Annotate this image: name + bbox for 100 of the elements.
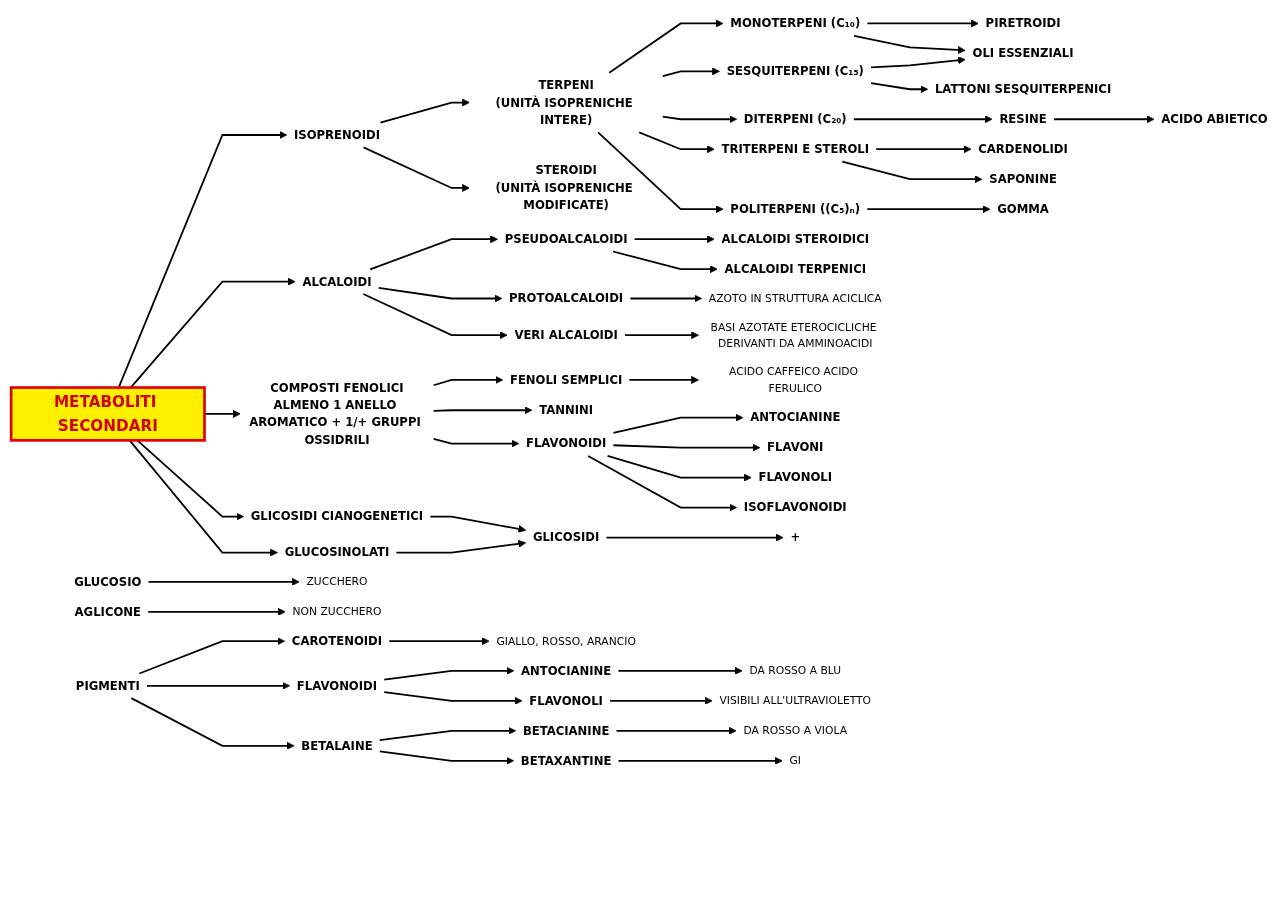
arrow (362, 146, 470, 192)
arrow (617, 756, 783, 765)
node-text: GLUCOSINOLATI (284, 545, 390, 560)
node-text: BETALAINE (301, 738, 373, 753)
node-text: NON ZUCCHERO (292, 605, 382, 619)
arrow (615, 726, 737, 735)
arrow (377, 286, 503, 303)
arrow (612, 413, 744, 434)
node-text: DA ROSSO A BLU (749, 664, 842, 678)
node-text: MONOTERPENI (C₁₀) (730, 16, 861, 30)
node-text: POLITERPENI ((C₅)ₙ) (730, 202, 861, 216)
arrow (629, 294, 703, 303)
arrow (638, 131, 715, 154)
arrow (378, 726, 517, 742)
node-text: TANNINI (539, 403, 594, 417)
arrow (1053, 115, 1155, 124)
arrow (606, 455, 752, 482)
node-text: TERPENI (UNITÀ ISOPRENICHE INTERE) (495, 78, 633, 127)
node-text: VISIBILI ALL'ULTRAVIOLETTO (719, 694, 872, 708)
arrow (597, 131, 724, 214)
arrow (661, 115, 738, 124)
node-text: VERI ALCALOIDI (514, 328, 618, 342)
node-text: GLICOSIDI CIANOGENETICI (250, 509, 424, 524)
node-text: PIRETROIDI (985, 16, 1061, 30)
arrow (870, 82, 929, 94)
node-text: AGLICONE (74, 604, 142, 619)
node-text: GLUCOSIO (74, 574, 142, 589)
arrow (378, 750, 515, 765)
arrow (866, 205, 991, 214)
node-text: ANTOCIANINE (521, 663, 612, 678)
arrow (628, 376, 699, 384)
node-text: TRITERPENI E STEROLI (721, 142, 870, 156)
node-text: FLAVONOLI (758, 470, 833, 485)
arrow (383, 691, 523, 705)
node-text: CARDENOLIDI (978, 142, 1068, 156)
node-text: PIGMENTI (75, 678, 140, 693)
arrow (388, 637, 490, 646)
arrow (432, 376, 504, 387)
node-text: BETACIANINE (522, 723, 610, 738)
arrow (605, 533, 784, 542)
node-text: GIALLO, ROSSO, ARANCIO (496, 634, 636, 648)
node-text: LATTONI SESQUITERPENICI (934, 82, 1112, 96)
node-text: PSEUDOALCALOIDI (504, 232, 628, 246)
node-text: GOMMA (997, 202, 1049, 216)
arrow (138, 637, 286, 675)
arrow (369, 235, 498, 271)
arrow (608, 19, 724, 74)
node-text: ISOFLAVONOIDI (743, 500, 847, 515)
node-text: FLAVONI (767, 440, 824, 455)
arrow (612, 443, 761, 452)
arrow (146, 681, 291, 690)
node-text: COMPOSTI FENOLICI ALMENO 1 ANELLO AROMATICO + 1/+ GRUPPI OSSIDRILI (249, 380, 421, 447)
node-text: FLAVONOIDI (296, 678, 378, 693)
arrow (617, 666, 743, 675)
node-text: OLI ESSENZIALI (972, 46, 1074, 60)
node-text: GLICOSIDI (532, 530, 600, 545)
arrow (875, 145, 972, 154)
node-box: METABOLITI SECONDARI (9, 386, 206, 442)
node-text: + (790, 530, 801, 545)
arrow (633, 235, 715, 244)
arrow (379, 98, 470, 124)
arrow (432, 406, 533, 415)
node-text: BASI AZOTATE ETEROCICLICHE DERIVANTI DA AMMINOACIDI (710, 320, 877, 350)
node-text: FLAVONOLI (529, 693, 603, 708)
arrow (612, 250, 718, 274)
arrow (852, 115, 993, 124)
arrow (429, 515, 527, 533)
node-text: DITERPENI (C₂₀) (743, 112, 847, 126)
node-text: CAROTENOIDI (291, 634, 383, 648)
arrow (624, 331, 699, 340)
node-text: ACIDO ABIETICO (1161, 112, 1268, 126)
arrow (609, 696, 713, 705)
node-text: FENOLI SEMPLICI (509, 373, 623, 387)
node-text: GI (789, 754, 802, 768)
arrow (866, 19, 979, 28)
arrow (587, 455, 738, 512)
node-text: SAPONINE (989, 172, 1057, 186)
node-text: ALCALOIDI TERPENICI (724, 262, 867, 276)
arrow (362, 293, 508, 340)
node-text: STEROIDI (UNITÀ ISOPRENICHE MODIFICATE) (495, 163, 633, 212)
arrow (432, 438, 520, 448)
arrow (130, 697, 295, 750)
arrow (870, 56, 966, 69)
arrow (383, 666, 515, 681)
node-text: DA ROSSO A VIOLA (743, 724, 848, 738)
node-text: PROTOALCALOIDI (509, 291, 624, 305)
node-text: ISOPRENOIDI (293, 128, 380, 142)
node-text: RESINE (999, 112, 1047, 126)
node-text: FLAVONOIDI (526, 436, 607, 451)
arrow (147, 607, 286, 616)
node-text: SESQUITERPENI (C₁₅) (726, 64, 864, 78)
arrow (841, 160, 983, 184)
node-text: ALCALOIDI (302, 274, 372, 289)
node-text: ZUCCHERO (306, 575, 368, 589)
arrow (853, 34, 966, 54)
node-text: ANTOCIANINE (750, 410, 841, 425)
arrow (395, 539, 527, 554)
arrow (147, 577, 300, 586)
node-text: ACIDO CAFFEICO ACIDO FERULICO (729, 365, 859, 395)
node-text: AZOTO IN STRUTTURA ACICLICA (708, 292, 882, 305)
